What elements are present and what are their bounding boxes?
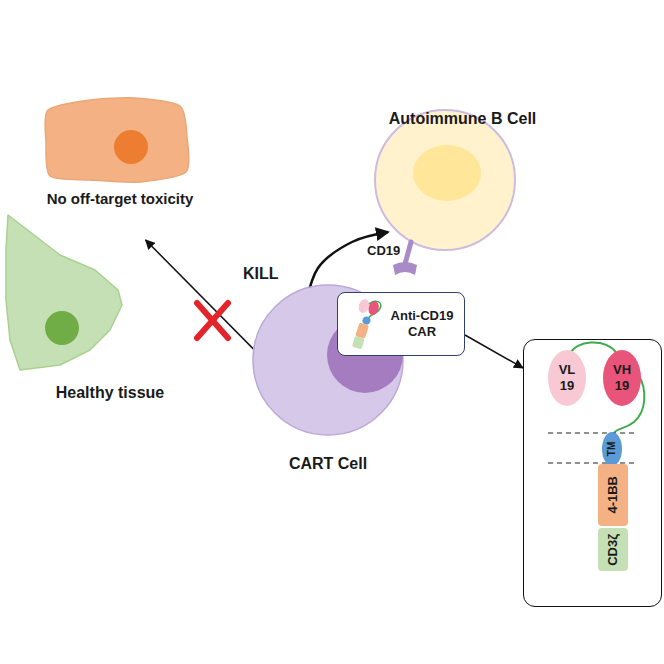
node-label: No off-target toxicity [45,190,195,208]
receptor-head [393,262,417,275]
text-slot: 4-1BB [598,464,628,526]
node-label: CD19 [367,243,407,259]
text-slot: CART Cell [248,454,408,473]
cell-nucleus [413,145,481,201]
node-label: Anti-CD19 CAR [382,308,462,339]
node-label: CD3ζ [605,534,621,566]
cell-nucleus [45,311,79,345]
cell-nucleus [327,317,403,393]
node-label: CART Cell [248,454,408,473]
costim-domain: 4-1BB [598,464,628,526]
vh-domain: VH 19 [603,350,641,406]
car-icon [346,296,382,351]
node-outline [40,92,200,240]
text-slot: Healthy tissue [40,383,180,402]
text-slot: Anti-CD19 CAR [382,308,462,339]
node-label: Autoimmune B Cell [375,109,550,128]
connector-arrow [465,335,523,368]
text-slot: CD3ζ [598,528,628,571]
membrane-line [548,432,636,433]
node-label: TM [606,442,618,456]
edge-label: KILL [243,264,279,283]
healthy-cell: Healthy tissue [0,210,180,405]
text-slot: No off-target toxicity [45,190,195,208]
vh-domain [367,300,381,316]
node-label: Healthy tissue [40,383,180,402]
healthy-cell: No off-target toxicity [40,92,200,240]
tm-domain: TM [602,432,622,466]
node-outline [338,293,466,357]
cd3z-domain [352,336,365,350]
node-outline [0,210,180,405]
costim-domain [355,323,369,339]
node-outline [375,105,550,280]
car-callout-box: Anti-CD19 CAR [337,292,465,356]
receptor-stem [405,242,411,264]
b-cell: Autoimmune B CellCD19 [375,105,550,280]
x-stroke [197,303,228,338]
text-slot: Autoimmune B Cell [375,109,550,128]
cell-body [253,285,403,435]
cell-body [6,215,122,370]
node-label: VH 19 [609,362,635,393]
cell-body [45,98,189,182]
node-label: VL 19 [554,362,580,393]
vl-domain [357,298,371,314]
red-x-mark [197,303,228,338]
vl-domain: VL 19 [548,350,586,406]
text-slot: VH 19 [609,362,635,393]
edge-label-slot: KILL [243,264,279,283]
x-stroke [197,303,228,338]
cd3z-domain: CD3ζ [598,528,628,571]
car-structure-panel: VL 19 VH 19 TM 4-1BB CD3ζ [523,339,662,607]
text-slot: TM [602,432,622,466]
node-label: 4-1BB [605,476,621,514]
cell-nucleus [114,130,148,164]
text-slot: VL 19 [554,362,580,393]
cell-body [375,110,515,250]
node-outline [524,340,663,608]
text-slot: CD19 [367,243,407,259]
